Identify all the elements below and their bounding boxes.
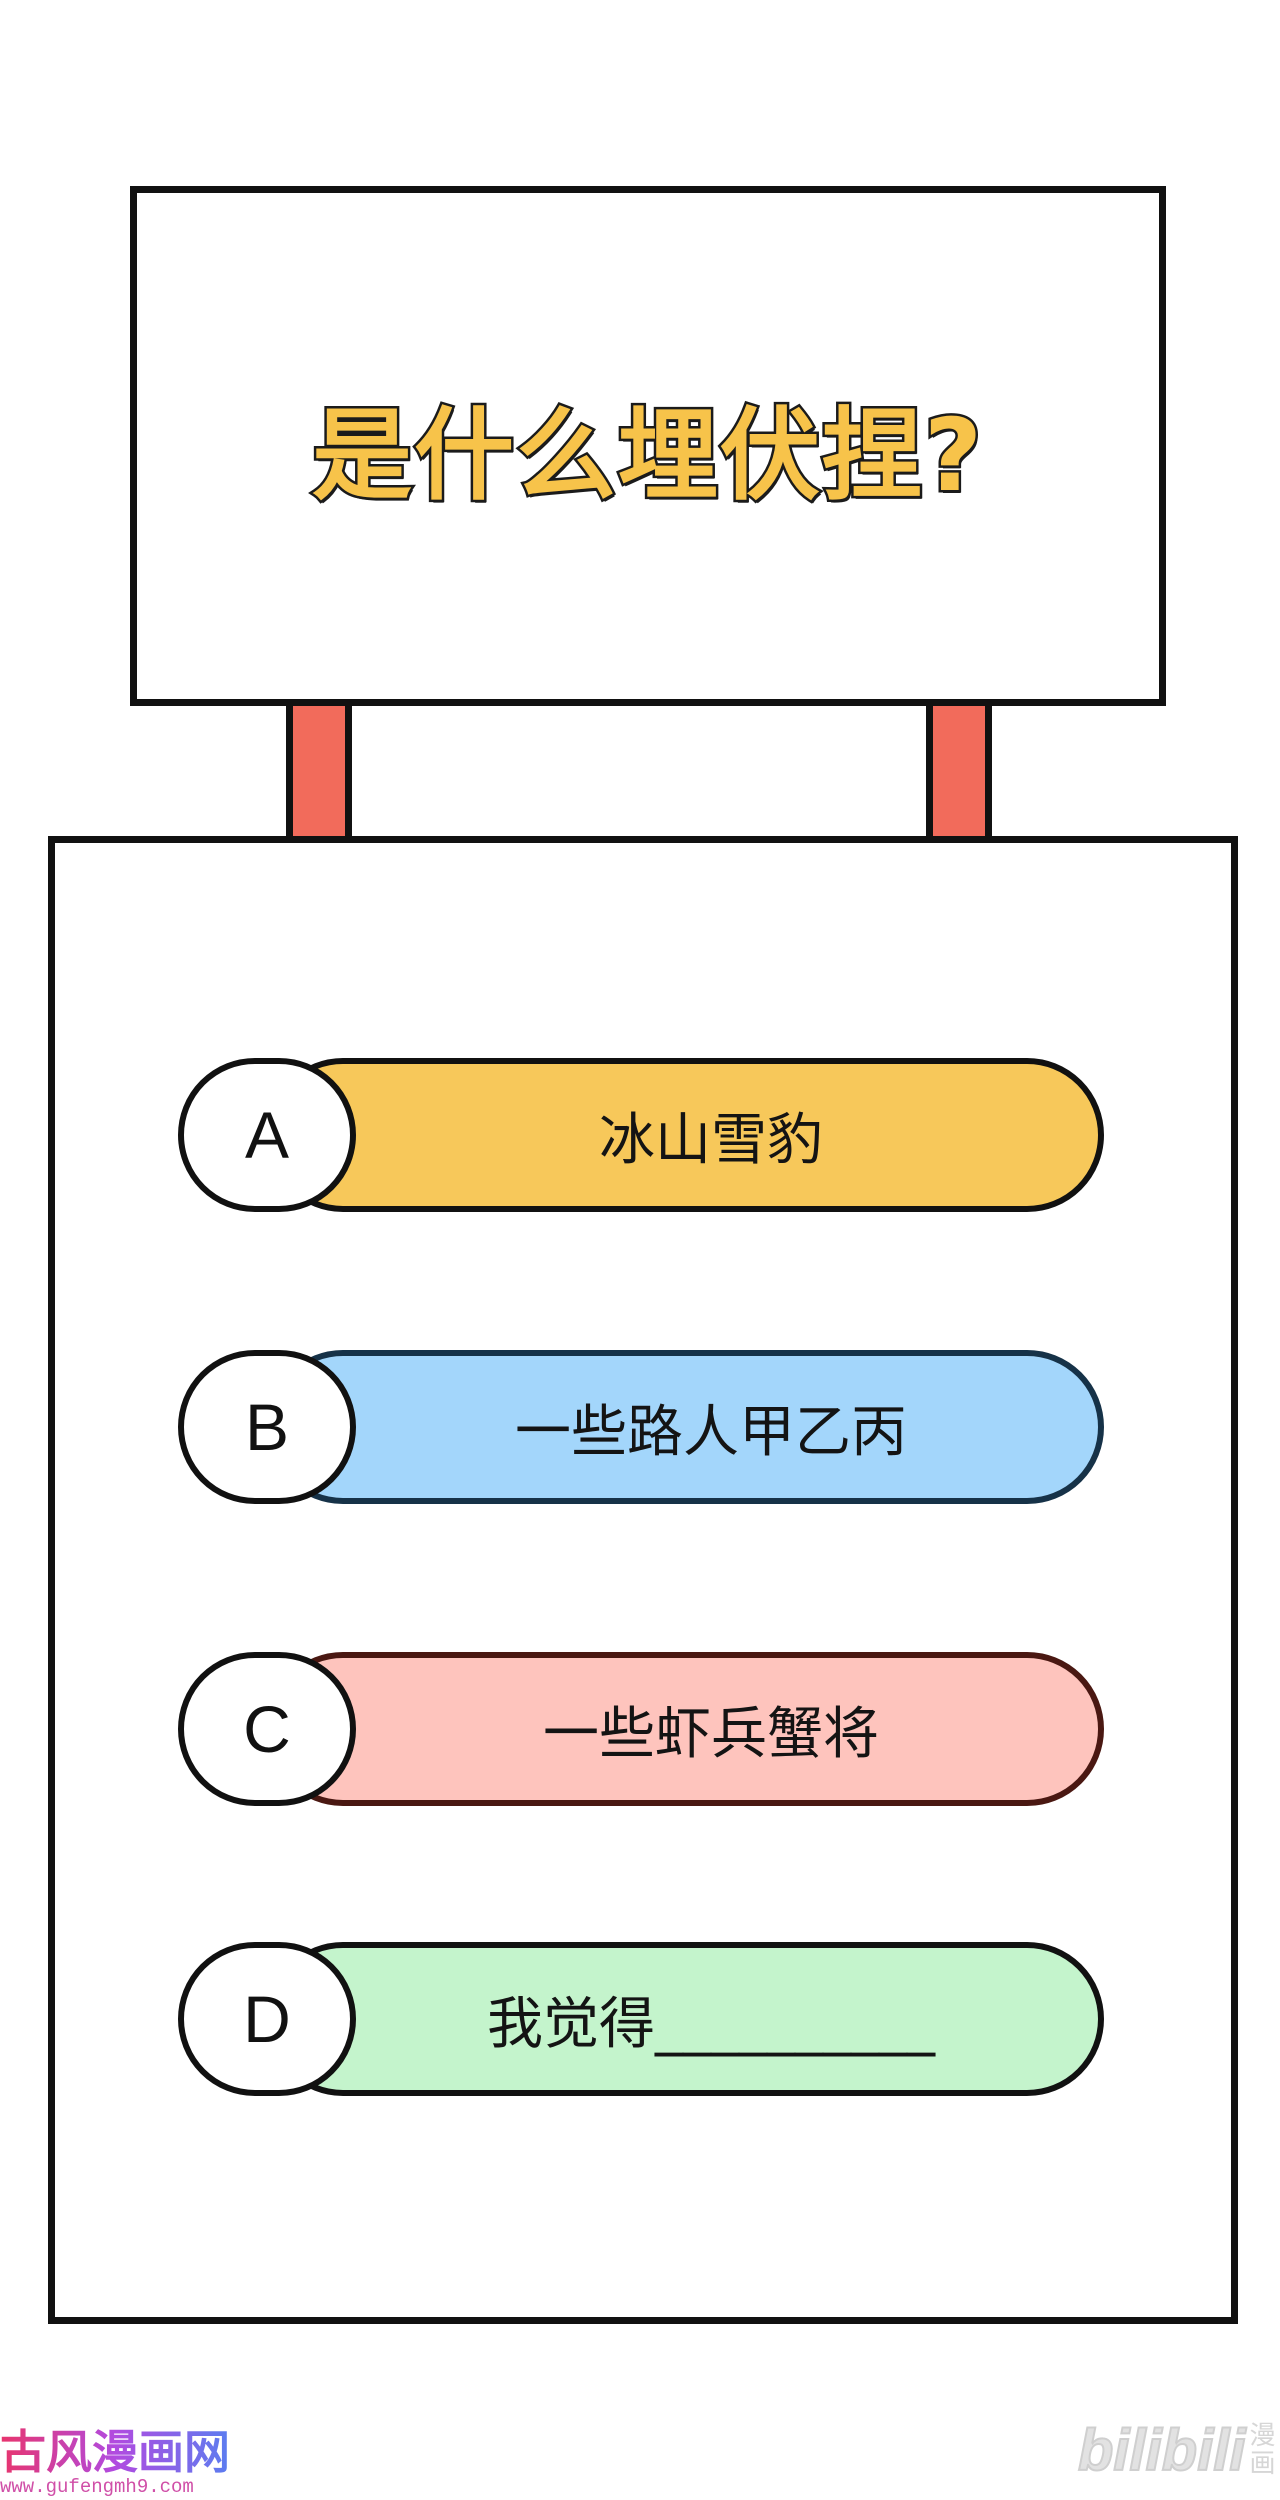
bilibili-comics-watermark: bilibili 漫 画 <box>1077 2412 1278 2488</box>
option-d-pill[interactable]: 我觉得__________ <box>266 1942 1104 2096</box>
option-a-text: 冰山雪豹 <box>599 1107 823 1173</box>
option-b-letter: B <box>244 1390 290 1464</box>
option-c-text: 一些虾兵蟹将 <box>543 1701 879 1767</box>
option-d-letter: D <box>243 1982 291 2056</box>
option-d[interactable]: D 我觉得__________ <box>178 1942 1104 2096</box>
bilibili-comics-label-2: 画 <box>1249 2449 1276 2479</box>
option-b-letter-badge: B <box>178 1350 356 1504</box>
option-b[interactable]: B 一些路人甲乙丙 <box>178 1350 1104 1504</box>
sign-post-left <box>286 706 352 840</box>
question-sign: 是什么埋伏捏? <box>130 186 1166 706</box>
bilibili-logo: bilibili <box>1077 2417 1247 2484</box>
option-c[interactable]: C 一些虾兵蟹将 <box>178 1652 1104 1806</box>
option-a-pill[interactable]: 冰山雪豹 <box>266 1058 1104 1212</box>
option-d-text: 我觉得__________ <box>487 1991 935 2057</box>
sign-post-right <box>926 706 992 840</box>
option-d-letter-badge: D <box>178 1942 356 2096</box>
bilibili-comics-label: 漫 画 <box>1250 2422 1276 2478</box>
option-a-letter-badge: A <box>178 1058 356 1212</box>
option-b-text: 一些路人甲乙丙 <box>515 1399 907 1465</box>
option-c-letter-badge: C <box>178 1652 356 1806</box>
option-a-letter: A <box>244 1098 290 1172</box>
option-c-pill[interactable]: 一些虾兵蟹将 <box>266 1652 1104 1806</box>
question-title: 是什么埋伏捏? <box>309 394 984 516</box>
option-b-pill[interactable]: 一些路人甲乙丙 <box>266 1350 1104 1504</box>
bilibili-comics-label-1: 漫 <box>1249 2421 1276 2451</box>
option-a[interactable]: A 冰山雪豹 <box>178 1058 1104 1212</box>
site-watermark-name: 古风漫画网 <box>0 2425 230 2479</box>
site-watermark: 古风漫画网 www.gufengmh9.com <box>0 2428 230 2498</box>
site-watermark-url: www.gufengmh9.com <box>0 2476 194 2498</box>
option-c-letter: C <box>243 1692 291 1766</box>
